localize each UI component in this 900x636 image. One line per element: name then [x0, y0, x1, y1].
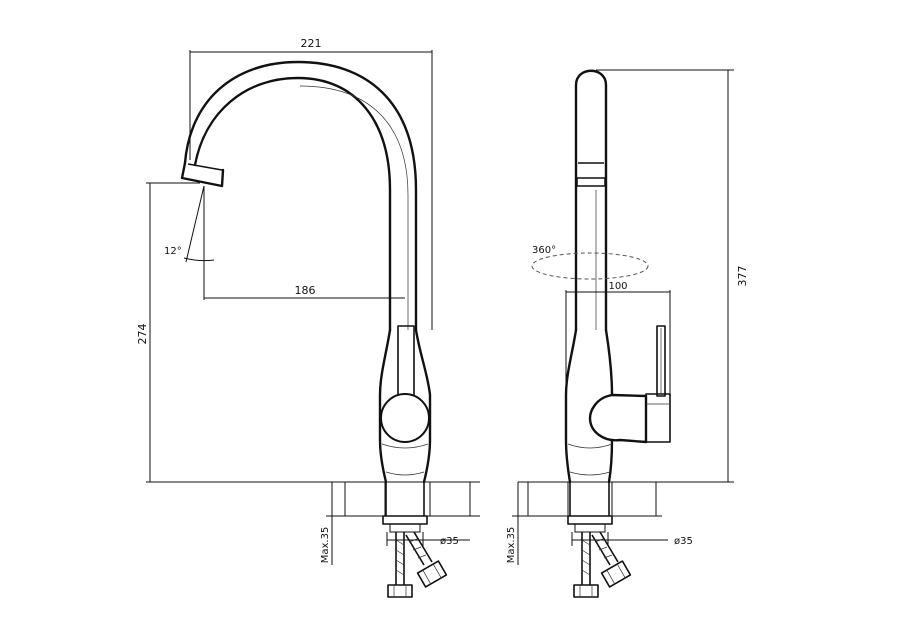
- side-spout: [574, 69, 608, 332]
- side-body: [564, 328, 614, 516]
- dim-100-label: 100: [608, 281, 627, 292]
- front-body: [378, 328, 432, 516]
- front-dim-angle: 12°: [164, 185, 215, 263]
- dim-12-label: 12°: [164, 246, 182, 257]
- dim-221-label: 221: [301, 37, 322, 50]
- front-lever: [397, 325, 415, 397]
- front-dim-height: 274: [136, 182, 335, 483]
- front-spout: [180, 60, 418, 332]
- dim-274-label: 274: [136, 324, 149, 345]
- side-fittings: [567, 515, 632, 598]
- front-dim-width: 221: [189, 37, 433, 330]
- side-lever: [588, 325, 671, 444]
- dim-d35-label-side: ø35: [674, 536, 693, 547]
- side-dim-height: 377: [596, 69, 749, 483]
- side-view: 360°: [506, 69, 749, 598]
- dim-360-label: 360°: [532, 245, 556, 256]
- dim-max35-label: Max.35: [320, 527, 331, 564]
- front-view: 221 186 12° 274 Max.35: [136, 37, 480, 598]
- front-countertop: [335, 481, 480, 517]
- front-dim-bottom: Max.35 ø35: [320, 482, 470, 565]
- side-countertop: [518, 481, 662, 517]
- side-dim-bottom: Max.35 ø35: [506, 482, 693, 565]
- dim-186-label: 186: [295, 284, 316, 297]
- side-dim-depth: 100: [565, 281, 671, 395]
- dim-d35-label: ø35: [440, 536, 459, 547]
- dim-377-label: 377: [736, 266, 749, 287]
- front-dim-reach: 186: [203, 186, 405, 300]
- front-fittings: [382, 515, 448, 598]
- side-rotation: 360°: [531, 245, 649, 280]
- dim-max35-label-side: Max.35: [506, 527, 517, 564]
